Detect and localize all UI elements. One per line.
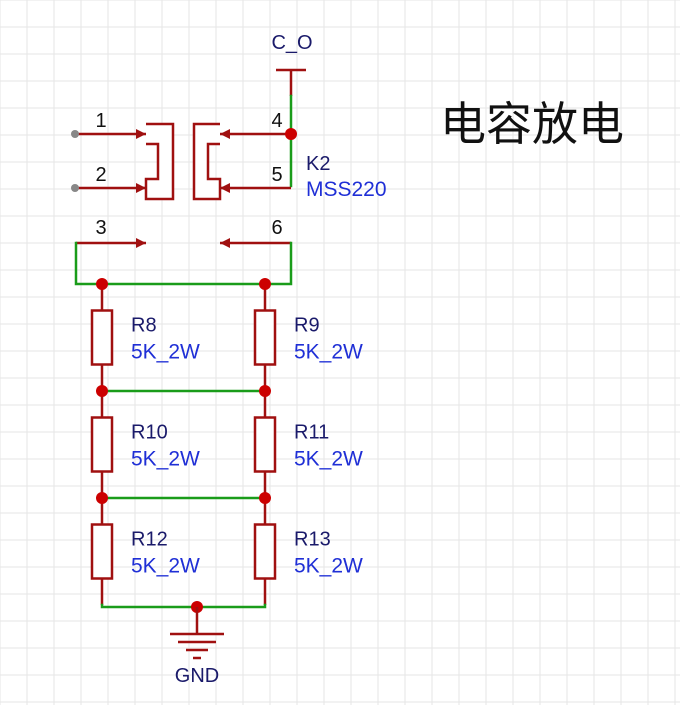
diagram-title: 电容放电 — [440, 97, 624, 151]
resistor-r8[interactable] — [90, 309, 114, 366]
junction-pin4 — [285, 128, 297, 140]
switch-k2[interactable]: 1 2 4 5 3 6 K2 MSS220 — [71, 94, 387, 248]
resistor-r9[interactable] — [253, 309, 277, 366]
junction-dot — [259, 492, 271, 504]
junction-dot — [259, 385, 271, 397]
pin-5-number: 5 — [271, 164, 282, 186]
resistor-ref: R9 — [294, 315, 320, 337]
net-port-c-o[interactable]: C_O — [271, 32, 313, 96]
resistor-r11[interactable] — [253, 416, 277, 473]
pin-6-arrow — [220, 238, 230, 248]
junction-dot — [96, 278, 108, 290]
pin-2-number: 2 — [95, 164, 106, 186]
resistor-value: 5K_2W — [294, 555, 363, 578]
net-label-gnd: GND — [175, 665, 219, 687]
switch-ref: K2 — [306, 153, 330, 175]
resistor-value: 5K_2W — [131, 448, 200, 471]
pin-1-end[interactable] — [71, 130, 79, 138]
resistor-ref: R10 — [131, 422, 168, 444]
wire-bottom-rail — [100, 603, 267, 609]
resistor-ref: R13 — [294, 529, 331, 551]
pin-6-number: 6 — [271, 217, 282, 239]
resistor-bank: R8 5K_2W R9 5K_2W R10 5K_2W R11 5K_2W R12 5K_2W R1… — [90, 278, 363, 613]
resistor-value: 5K_2W — [294, 448, 363, 471]
resistor-ref: R8 — [131, 315, 157, 337]
junction-dot — [96, 492, 108, 504]
pin-1-number: 1 — [95, 110, 106, 132]
resistor-value: 5K_2W — [131, 341, 200, 364]
pin-2-arrow — [136, 183, 146, 193]
net-label-c-o: C_O — [271, 32, 312, 54]
pin-5-arrow — [220, 183, 230, 193]
resistor-value: 5K_2W — [131, 555, 200, 578]
resistor-value: 5K_2W — [294, 341, 363, 364]
pin-3-number: 3 — [95, 217, 106, 239]
resistor-r12[interactable] — [90, 523, 114, 580]
resistor-ref: R12 — [131, 529, 168, 551]
resistor-r13[interactable] — [253, 523, 277, 580]
pin-3-arrow — [136, 238, 146, 248]
pin-4-arrow — [220, 129, 230, 139]
resistor-r10[interactable] — [90, 416, 114, 473]
pin-1-arrow — [136, 129, 146, 139]
junction-dot — [259, 278, 271, 290]
wire-pin3-pin6-rail — [74, 241, 293, 286]
pin-2-end[interactable] — [71, 184, 79, 192]
resistor-ref: R11 — [294, 422, 329, 444]
ground-symbol[interactable]: GND — [170, 607, 224, 687]
junction-dot — [96, 385, 108, 397]
switch-value: MSS220 — [306, 178, 387, 201]
pin-4-number: 4 — [271, 110, 282, 132]
